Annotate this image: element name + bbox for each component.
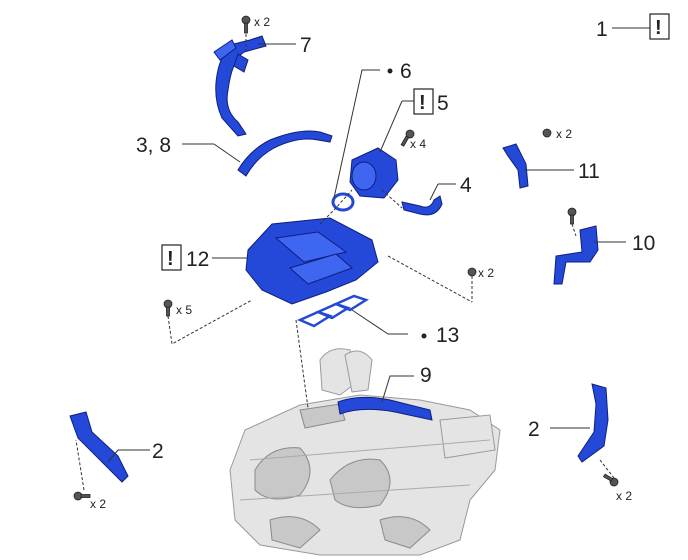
svg-text:!: ! [655,17,662,39]
warning-icon: ! [649,13,670,40]
callout-2-left: 2 [152,440,164,463]
callout-3-8: 3, 8 [136,134,171,157]
callout-7: 7 [300,34,312,57]
svg-text:!: ! [167,248,174,270]
bolts [73,15,619,501]
bolt-icon [542,128,552,138]
callout-5: 5 [437,92,449,115]
part-5-throttle-body [349,147,399,199]
quantity-labels: x 2 x 4 x 2 x 2 x 5 x 2 x 2 [90,15,632,511]
warning-icon: ! [413,88,434,115]
callout-2-right: 2 [528,418,540,441]
part-2-right-cover [577,383,609,463]
callout-6: 6 [400,60,412,83]
warning-icon: ! [161,244,182,271]
qty-part-2-right: x 2 [616,489,632,503]
part-2-left-cover [69,411,129,483]
qty-part-2-left: x 2 [90,497,106,511]
part-6-gasket [331,192,355,212]
engine-assembly [229,348,501,556]
callouts: 1 ! 7 6 ! 5 3, 8 4 11 10 ! 12 13 9 2 2 [136,13,670,463]
part-7-hose [213,35,267,137]
callout-9: 9 [420,364,432,387]
callout-11: 11 [578,160,600,183]
callout-4: 4 [460,174,472,197]
qty-part-5: x 4 [410,137,426,151]
bolt-icon [567,207,577,225]
part-13-gasket-set [296,294,369,328]
bolt-icon [163,299,173,317]
callout-1: 1 [596,18,608,41]
qty-left-bolts: x 5 [176,303,192,317]
part-3-8-hose [237,130,333,177]
part-4-pipe [401,195,443,216]
callout-12: 12 [186,248,209,271]
qty-manifold: x 2 [478,266,494,280]
leader-lines [75,27,650,491]
bolt-icon [73,491,91,501]
bolt-icon [467,267,477,277]
callout-10: 10 [632,232,655,255]
part-9-hose [337,396,433,421]
qty-part-7: x 2 [254,15,270,29]
qty-part-11: x 2 [556,127,572,141]
callout-13: 13 [436,324,459,347]
part-12-intake-manifold [245,217,379,305]
bolt-icon [241,15,251,34]
part-11-bracket [502,143,529,189]
part-10-bracket [553,225,599,285]
svg-text:!: ! [419,92,426,114]
bolt-icon [602,473,619,487]
bolt-icon [400,129,415,147]
